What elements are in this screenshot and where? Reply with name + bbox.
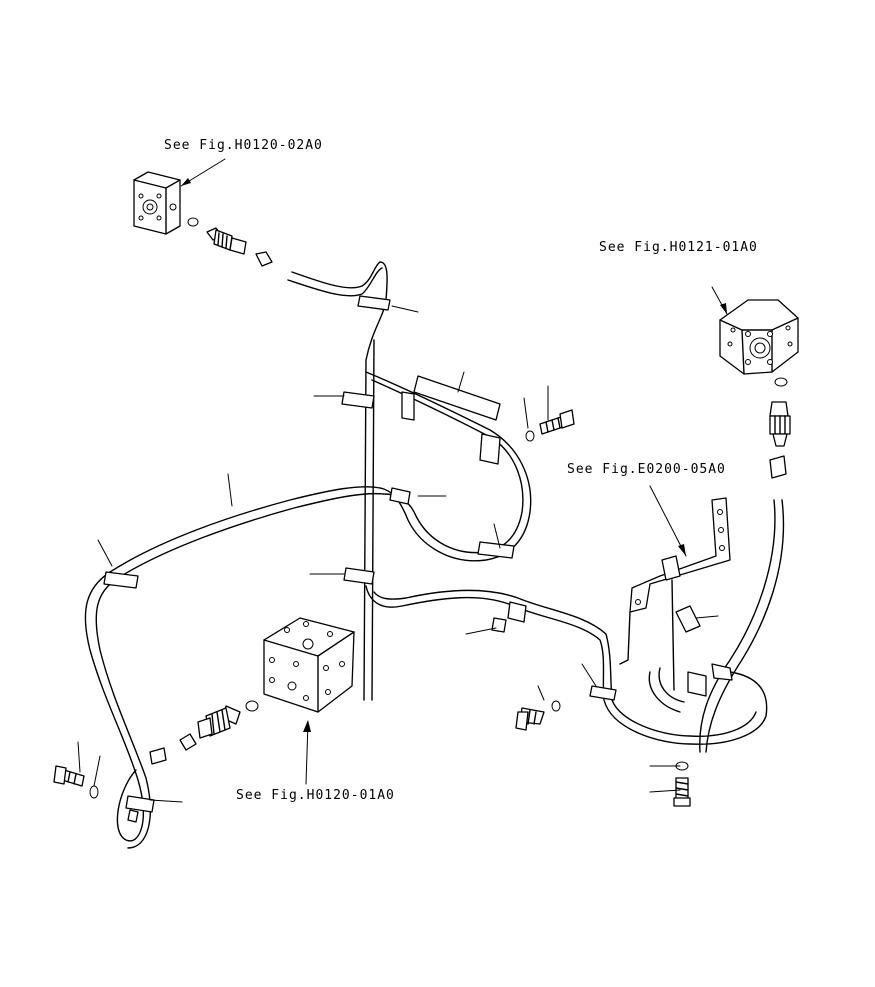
o-ring-lower [245, 700, 259, 712]
bolt-upper [539, 409, 575, 435]
arrowhead-h0121-01a0 [720, 303, 727, 314]
reference-label-e0200-05a0: See Fig.E0200-05A0 [567, 462, 726, 477]
washer-lower-right [551, 700, 561, 712]
o-ring-right [774, 377, 788, 387]
arrowhead-e0200-05a0 [678, 544, 686, 556]
mounting-bracket [619, 497, 733, 697]
wire-harness [84, 261, 785, 849]
reference-label-h0121-01a0: See Fig.H0121-01A0 [599, 240, 758, 255]
pressure-sensor-top [206, 227, 247, 255]
valve-block-lower [263, 617, 355, 713]
valve-block-top-left [133, 171, 181, 235]
callout-leaders [77, 305, 719, 803]
protector-plate [413, 375, 501, 421]
washer-left [89, 785, 99, 799]
reference-label-h0120-01a0: See Fig.H0120-01A0 [236, 788, 395, 803]
arrowhead-h0120-01a0 [303, 720, 311, 732]
bolt-lower-right [515, 707, 545, 731]
clamps [103, 295, 617, 823]
o-ring-top [187, 217, 199, 227]
washer-upper [525, 430, 535, 442]
connector-top [255, 251, 273, 267]
leader-h0120-01a0 [305, 721, 309, 785]
bolt-bottom [673, 777, 691, 807]
leader-e0200-05a0 [649, 485, 687, 557]
pressure-sensor-right [769, 401, 791, 479]
reference-label-h0120-02a0: See Fig.H0120-02A0 [164, 138, 323, 153]
bolt-left [53, 765, 85, 787]
valve-block-top-right [719, 299, 799, 375]
arrowhead-h0120-02a0 [181, 178, 191, 186]
pressure-sensor-lower [149, 705, 241, 765]
